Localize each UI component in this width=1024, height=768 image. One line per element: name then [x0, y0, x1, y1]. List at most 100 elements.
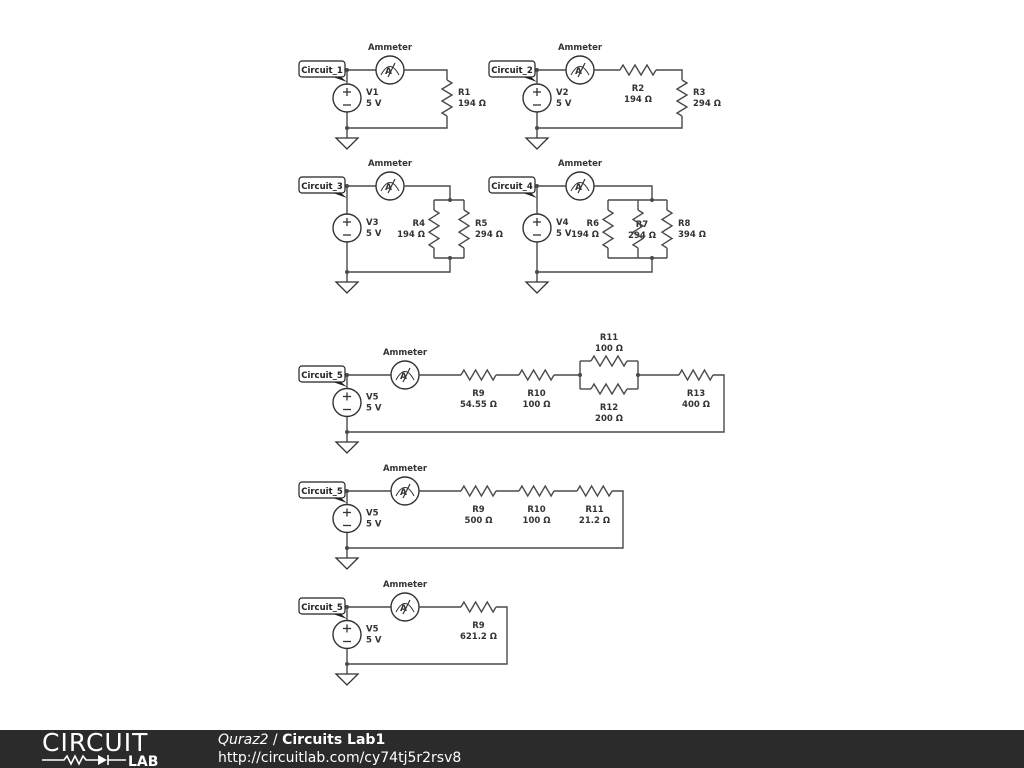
ground-symbol [334, 441, 360, 454]
resistor-zigzag [427, 209, 441, 249]
ammeter-label: Ammeter [558, 43, 603, 53]
ammeter-letter: A [400, 604, 407, 614]
ground-icon [334, 441, 360, 454]
voltage-source-icon [522, 213, 552, 243]
resistor-value: 21.2 Ω [579, 516, 610, 526]
circuit-frame [345, 605, 391, 674]
voltage-source[interactable]: V55 V [332, 387, 382, 418]
resistor-[interactable] [631, 209, 645, 249]
resistor-value: 294 Ω [628, 231, 656, 241]
resistor-zigzag [440, 79, 454, 117]
voltage-source[interactable]: V45 V [522, 213, 572, 243]
circuit-tag[interactable]: Circuit_2 [488, 60, 537, 82]
voltage-source[interactable]: V55 V [332, 619, 382, 650]
ammeter-needle [402, 367, 411, 383]
ammeter-needle [577, 178, 586, 194]
project-title[interactable]: Circuits Lab1 [282, 732, 386, 748]
wire [537, 258, 653, 273]
circuitlab-logo[interactable]: CIRCUIT LAB [40, 730, 180, 768]
source-name: V2 [556, 88, 569, 98]
circuit-tag[interactable]: Circuit_5 [298, 597, 347, 619]
resistor-value: 294 Ω [475, 230, 503, 240]
voltage-source[interactable]: V35 V [332, 213, 382, 243]
resistor-value: 400 Ω [682, 400, 710, 410]
resistor-value: 621.2 Ω [460, 632, 497, 642]
resistor-name: R9 [472, 505, 485, 515]
circuit-tag[interactable]: Circuit_1 [298, 60, 347, 82]
ammeter-dial [395, 371, 415, 381]
resistor-value: 500 Ω [465, 516, 493, 526]
circuit-tag[interactable]: Circuit_5 [298, 365, 347, 387]
ammeter-needle [402, 483, 411, 499]
logo-circuit-text: CIRCUIT [42, 730, 148, 757]
ground-symbol [524, 137, 550, 150]
circuit-2-wires [537, 69, 683, 129]
project-url[interactable]: http://circuitlab.com/cy74tj5r2rsv8 [218, 750, 462, 766]
source-name: V5 [366, 625, 379, 635]
tag-box [488, 60, 536, 78]
resistor-value: 194 Ω [397, 230, 425, 240]
project-title-line: Quraz2 / Circuits Lab1 [218, 732, 385, 748]
circuit-tag[interactable]: Circuit_3 [298, 176, 347, 198]
resistor-value: 200 Ω [595, 414, 623, 424]
resistor-value: 394 Ω [678, 230, 706, 240]
ammeter-dial [395, 487, 415, 497]
circuit-5a-wires [347, 360, 725, 433]
voltage-source-icon [332, 387, 362, 418]
wire [404, 69, 448, 80]
ground-icon [334, 281, 360, 294]
voltage-source[interactable]: V25 V [522, 83, 572, 113]
voltage-source-icon [332, 83, 362, 113]
resistor-zigzag [590, 354, 628, 368]
resistor-name: R11 [585, 505, 603, 515]
resistor-zigzag [678, 368, 714, 382]
tag-label: Circuit_4 [491, 182, 533, 192]
tag-pointer-icon [333, 498, 347, 503]
circuit-frame [345, 68, 376, 138]
ammeter-needle [387, 62, 396, 78]
wire [656, 69, 683, 80]
resistor-value: 194 Ω [458, 99, 486, 109]
resistor-zigzag [675, 79, 689, 117]
tag-box [298, 365, 346, 383]
voltage-source[interactable]: V15 V [332, 83, 382, 113]
source-name: V5 [366, 509, 379, 519]
ground-symbol [524, 281, 550, 294]
author-link[interactable]: Quraz2 [218, 732, 269, 748]
voltage-source-icon [332, 503, 362, 534]
tag-label: Circuit_5 [301, 603, 343, 613]
resistor-name: R13 [687, 389, 705, 399]
source-name: V3 [366, 218, 379, 228]
circuit-tag[interactable]: Circuit_4 [488, 176, 537, 198]
voltage-source-icon [332, 213, 362, 243]
resistor-name: R4 [413, 219, 426, 229]
circuit-tag[interactable]: Circuit_5 [298, 481, 347, 503]
resistor-zigzag [576, 484, 613, 498]
resistor-zigzag [518, 368, 555, 382]
voltage-source[interactable]: V55 V [332, 503, 382, 534]
resistor-zigzag [619, 63, 657, 77]
